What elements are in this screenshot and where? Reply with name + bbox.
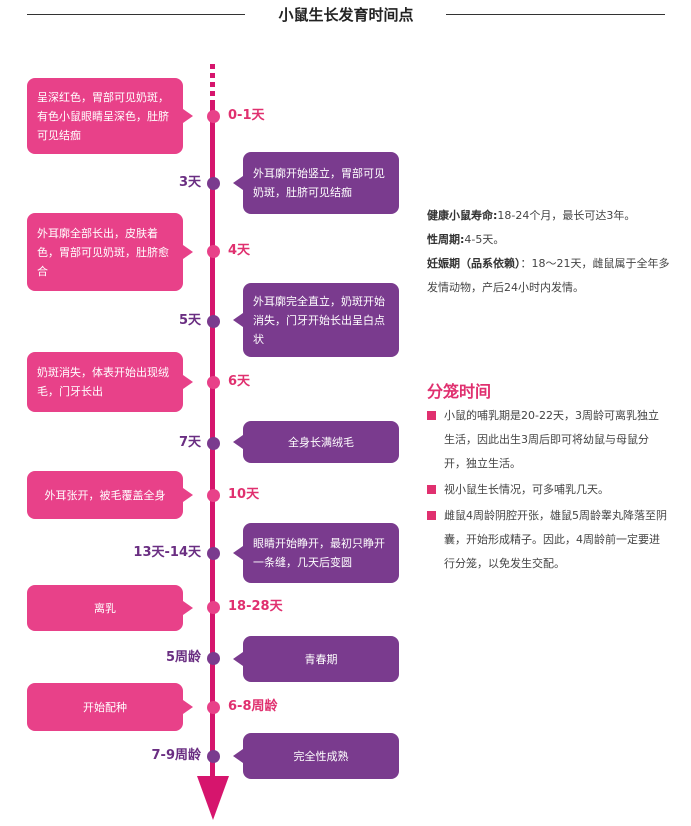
cage-item-text: 视小鼠生长情况，可多哺乳几天。 (444, 483, 609, 496)
timeline-time-label: 5天 (178, 313, 201, 328)
timeline-time-label: 18-28天 (228, 599, 283, 614)
timeline-box: 外耳廓开始竖立，胃部可见奶斑，肚脐可见结痂 (233, 152, 399, 214)
timeline-time-label: 0-1天 (228, 108, 265, 123)
cycle-label: 性周期: (427, 233, 465, 246)
cage-title: 分笼时间 (427, 382, 492, 401)
timeline-time-label: 6-8周龄 (228, 699, 278, 714)
timeline-time-label: 7-9周龄 (151, 748, 202, 763)
timeline-dot (207, 652, 220, 665)
timeline-dot (207, 489, 220, 502)
gestation-value: ：18～21天，雌鼠属于全年多发情动物，产后24小时内发情。 (427, 257, 670, 294)
timeline-box: 外耳张开，被毛覆盖全身 (27, 471, 193, 519)
lifespan-value: 18-24个月，最长可达3年。 (497, 209, 636, 222)
timeline-time-label: 7天 (178, 435, 201, 450)
timeline-box: 眼睛开始睁开，最初只睁开一条缝，几天后变圆 (233, 523, 399, 583)
info-panel: 健康小鼠寿命:18-24个月，最长可达3年。 性周期:4-5天。 妊娠期（品系依… (427, 204, 672, 300)
timeline-dot (207, 177, 220, 190)
cycle-value: 4-5天。 (464, 233, 505, 246)
timeline-dot (207, 701, 220, 714)
timeline-dot (207, 750, 220, 763)
timeline-box: 完全性成熟 (233, 733, 399, 779)
timeline-arrow-icon (197, 776, 229, 820)
timeline-box: 离乳 (27, 585, 193, 631)
bullet-square-icon (427, 511, 436, 520)
cage-item-text: 雌鼠4周龄阴腔开张，雄鼠5周龄睾丸降落至阴囊，开始形成精子。因此，4周龄前一定要… (444, 509, 667, 570)
timeline-box: 奶斑消失，体表开始出现绒毛，门牙长出 (27, 352, 193, 412)
timeline-dot (207, 601, 220, 614)
timeline-box: 外耳廓完全直立，奶斑开始消失，门牙开始长出呈白点状 (233, 283, 399, 357)
timeline-box: 开始配种 (27, 683, 193, 731)
cage-item: 雌鼠4周龄阴腔开张，雄鼠5周龄睾丸降落至阴囊，开始形成精子。因此，4周龄前一定要… (427, 504, 667, 576)
timeline-dot (207, 437, 220, 450)
title-line-left (27, 14, 245, 15)
timeline-dot (207, 110, 220, 123)
cage-item: 视小鼠生长情况，可多哺乳几天。 (427, 478, 667, 502)
cage-list: 小鼠的哺乳期是20-22天，3周龄可离乳独立生活，因此出生3周后即可将幼鼠与母鼠… (427, 404, 667, 578)
cycle-line: 性周期:4-5天。 (427, 228, 672, 252)
cage-item-text: 小鼠的哺乳期是20-22天，3周龄可离乳独立生活，因此出生3周后即可将幼鼠与母鼠… (444, 409, 659, 470)
bullet-square-icon (427, 485, 436, 494)
timeline-axis-dashed (210, 64, 215, 104)
bullet-square-icon (427, 411, 436, 420)
timeline-dot (207, 547, 220, 560)
title-line-right (446, 14, 665, 15)
lifespan-line: 健康小鼠寿命:18-24个月，最长可达3年。 (427, 204, 672, 228)
timeline-time-label: 3天 (178, 175, 201, 190)
timeline-time-label: 10天 (228, 487, 260, 502)
lifespan-label: 健康小鼠寿命: (427, 209, 498, 222)
timeline-time-label: 4天 (228, 243, 251, 258)
timeline-time-label: 13天-14天 (133, 545, 201, 560)
gestation-line: 妊娠期（品系依赖）：18～21天，雌鼠属于全年多发情动物，产后24小时内发情。 (427, 252, 672, 300)
gestation-label: 妊娠期（品系依赖） (427, 257, 521, 270)
timeline-dot (207, 315, 220, 328)
timeline-box: 全身长满绒毛 (233, 421, 399, 463)
page-title: 小鼠生长发育时间点 (278, 6, 414, 24)
timeline-dot (207, 376, 220, 389)
cage-item: 小鼠的哺乳期是20-22天，3周龄可离乳独立生活，因此出生3周后即可将幼鼠与母鼠… (427, 404, 667, 476)
timeline-box: 外耳廓全部长出，皮肤着色，胃部可见奶斑，肚脐愈合 (27, 213, 193, 291)
timeline-box: 青春期 (233, 636, 399, 682)
timeline-box: 呈深红色，胃部可见奶斑，有色小鼠眼睛呈深色，肚脐可见结痂 (27, 78, 193, 154)
timeline-dot (207, 245, 220, 258)
timeline-time-label: 5周龄 (165, 650, 201, 665)
timeline-time-label: 6天 (228, 374, 251, 389)
